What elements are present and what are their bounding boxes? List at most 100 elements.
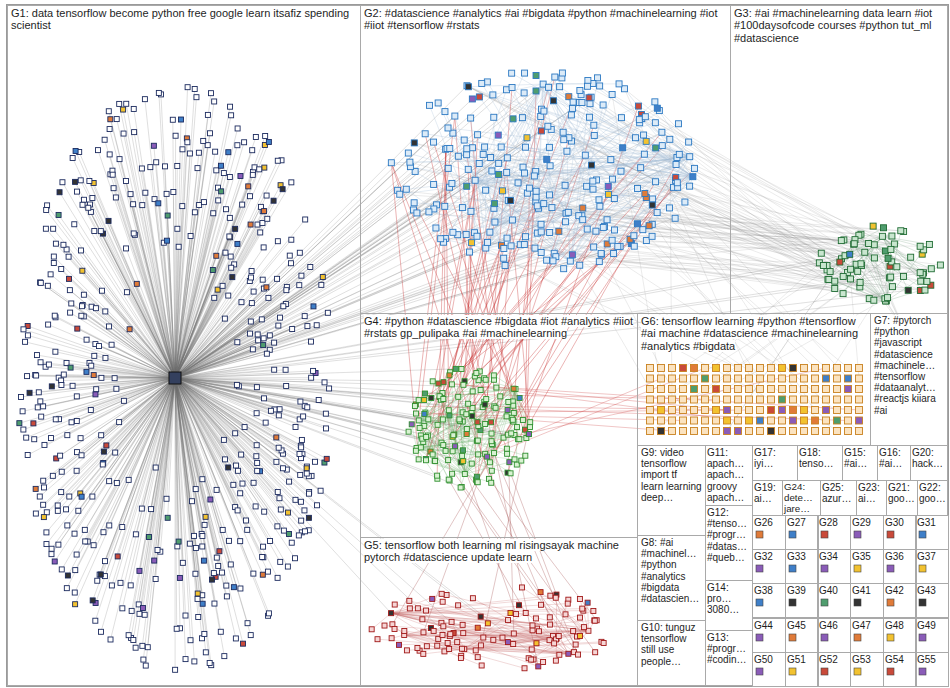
link-line <box>437 177 693 205</box>
vertex-icon <box>261 544 266 549</box>
vertex-icon <box>128 583 133 588</box>
vertex-icon <box>249 301 254 306</box>
link-line <box>175 378 302 440</box>
link-line <box>409 601 556 639</box>
vertex-icon <box>297 451 302 456</box>
vertex-icon <box>66 254 71 259</box>
vertex-icon <box>109 342 114 347</box>
link-line <box>486 189 593 248</box>
vertex-icon <box>104 443 109 448</box>
link-line <box>391 613 559 655</box>
link-line <box>438 383 859 410</box>
vertex-icon <box>131 106 136 111</box>
vertex-icon <box>251 289 256 294</box>
vertex-icon <box>185 85 190 90</box>
vertex-icon <box>45 283 50 288</box>
vertex-icon <box>302 314 307 319</box>
vertex-icon <box>38 280 43 285</box>
link-line <box>727 256 845 431</box>
vertex-icon <box>92 228 97 233</box>
link-line <box>541 592 589 631</box>
link-line <box>77 192 175 378</box>
vertex-icon <box>323 411 328 416</box>
vertex-icon <box>44 542 49 547</box>
link-line <box>62 378 175 569</box>
vertex-icon <box>254 411 259 416</box>
link-line <box>110 154 175 378</box>
vertex-icon <box>275 575 280 580</box>
link-line <box>175 152 215 378</box>
link-line <box>391 163 418 460</box>
vertex-icon <box>201 200 206 205</box>
link-line <box>391 613 584 627</box>
vertex-icon <box>212 295 217 300</box>
link-line <box>143 378 175 660</box>
vertex-icon <box>297 250 302 255</box>
vertex-icon <box>193 545 198 550</box>
vertex-icon <box>70 383 75 388</box>
vertex-icon <box>90 494 95 499</box>
link-line <box>624 89 885 301</box>
vertex-icon <box>235 143 240 148</box>
link-line <box>424 414 595 652</box>
vertex-icon <box>201 138 206 143</box>
vertex-icon <box>73 568 78 573</box>
vertex-icon <box>207 660 212 665</box>
vertex-icon <box>289 540 294 545</box>
link-line <box>419 420 478 454</box>
vertex-icon <box>143 663 148 668</box>
link-line <box>34 378 175 439</box>
link-line <box>23 378 175 411</box>
vertex-icon <box>238 539 243 544</box>
vertex-icon <box>272 367 277 372</box>
vertex-icon <box>211 571 216 576</box>
link-line <box>53 229 175 378</box>
vertex-icon <box>173 133 178 138</box>
vertex-icon <box>74 552 79 557</box>
link-line <box>175 378 234 587</box>
vertex-icon <box>38 280 43 285</box>
link-line <box>175 378 441 400</box>
vertex-icon <box>34 373 39 378</box>
link-line <box>112 378 175 585</box>
vertex-icon <box>287 479 292 484</box>
vertex-icon <box>107 127 112 132</box>
vertex-icon <box>180 560 185 565</box>
vertex-icon <box>113 195 118 200</box>
vertex-icon <box>194 95 199 100</box>
link-line <box>175 378 263 547</box>
link-line <box>507 389 515 454</box>
vertex-icon <box>253 134 258 139</box>
vertex-icon <box>255 460 260 465</box>
link-line <box>417 402 509 448</box>
link-line <box>570 187 677 261</box>
vertex-icon <box>49 552 54 557</box>
vertex-icon <box>228 254 233 259</box>
link-line <box>570 120 639 261</box>
link-line <box>143 378 175 608</box>
vertex-icon <box>133 532 138 537</box>
vertex-icon <box>212 99 217 104</box>
link-line <box>570 105 603 261</box>
vertex-icon <box>283 367 288 372</box>
vertex-icon <box>228 104 233 109</box>
vertex-icon <box>81 292 86 297</box>
vertex-icon <box>278 559 283 564</box>
link-line <box>508 620 568 654</box>
vertex-icon <box>203 514 208 519</box>
vertex-icon <box>260 277 265 282</box>
vertex-icon <box>284 384 289 389</box>
vertex-icon <box>106 324 111 329</box>
vertex-icon <box>209 91 214 96</box>
link-line <box>419 420 477 481</box>
link-line <box>485 389 515 454</box>
vertex-icon <box>200 601 205 606</box>
link-line <box>467 389 516 429</box>
vertex-icon <box>271 198 276 203</box>
vertex-icon <box>183 657 188 662</box>
vertex-icon <box>256 338 261 343</box>
link-line <box>175 378 428 436</box>
vertex-icon <box>205 112 210 117</box>
link-line <box>454 435 521 461</box>
link-line <box>467 155 550 195</box>
